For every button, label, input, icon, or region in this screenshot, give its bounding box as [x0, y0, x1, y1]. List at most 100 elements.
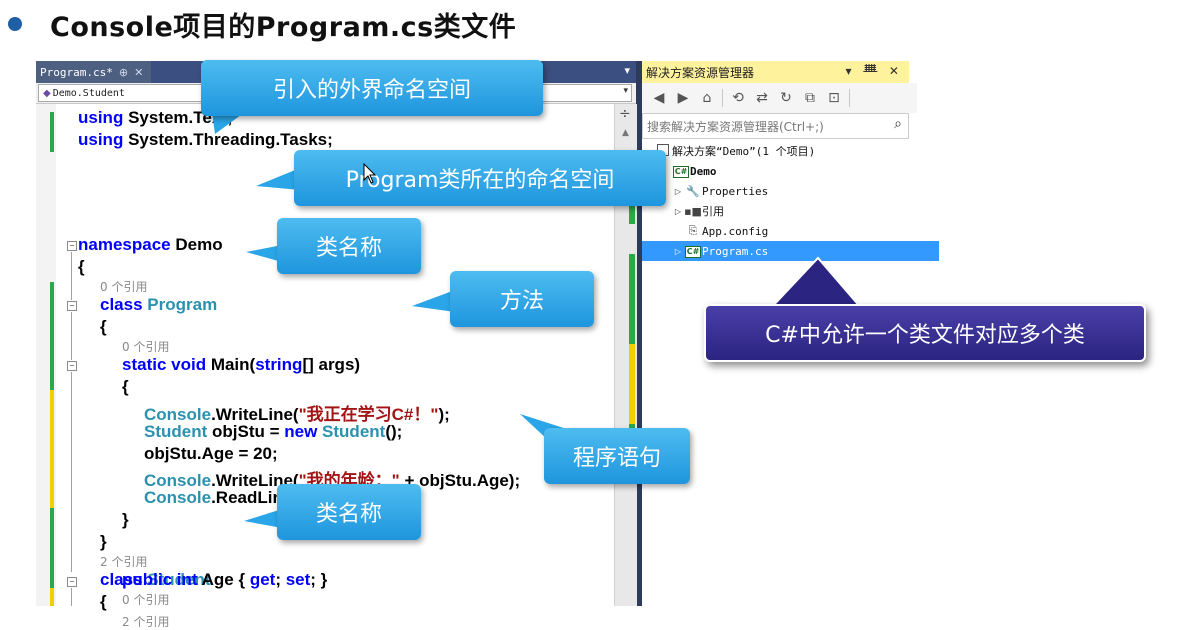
expand-arrow-icon[interactable]: ▷	[674, 206, 682, 216]
solution-explorer-title: 解决方案资源管理器	[646, 65, 755, 80]
code-text: .WriteLine(	[211, 405, 299, 424]
class-name-student: Student	[142, 570, 211, 589]
code-line-brace: }	[122, 510, 129, 530]
window-controls[interactable]: ▾ ᚙ ✕	[845, 64, 903, 78]
scroll-mark-saved	[629, 194, 635, 224]
csharp-project-icon: C#	[672, 166, 690, 178]
code-text: Age {	[197, 570, 250, 589]
change-bar-saved	[50, 282, 54, 390]
collapse-class-program-icon[interactable]: −	[67, 301, 77, 311]
type-student: Student	[317, 422, 386, 441]
bullet-icon	[8, 17, 22, 31]
mouse-cursor-icon	[363, 163, 377, 184]
callout-program-namespace: Program类所在的命名空间	[294, 150, 666, 206]
tree-item-properties[interactable]: ▷ 🔧 Properties	[642, 181, 939, 201]
code-line-main: static void Main(string[] args)	[122, 355, 360, 375]
keyword-new: new	[284, 422, 318, 441]
forward-icon[interactable]: ▶	[677, 90, 689, 106]
document-tab-program-cs[interactable]: Program.cs* ⊕ ✕	[36, 61, 152, 83]
reference-count[interactable]: 0 个引用	[100, 280, 148, 294]
keyword-using: using	[78, 108, 124, 127]
change-bar-unsaved	[50, 390, 54, 508]
scroll-up-icon[interactable]: ▲	[622, 128, 629, 138]
reference-count[interactable]: 0 个引用	[122, 593, 170, 607]
reference-count[interactable]: 0 个引用	[122, 340, 170, 354]
brace-close: }	[122, 510, 129, 529]
type-student: Student	[144, 422, 208, 441]
tab-dropdown-icon[interactable]: ▾	[624, 64, 630, 77]
code-line-new-student: Student objStu = new Student();	[144, 422, 402, 442]
type-console: Console	[144, 405, 212, 424]
code-text: ; }	[310, 570, 328, 589]
config-file-icon: ⎘	[688, 224, 698, 237]
tree-item-label: 引用	[702, 205, 724, 218]
type-console: Console	[144, 488, 212, 507]
keyword-using: using	[78, 130, 124, 149]
split-icon[interactable]: ÷	[619, 106, 631, 122]
callout-class-name-2: 类名称	[277, 484, 421, 540]
toolbar-separator	[722, 89, 723, 107]
search-icon[interactable]: ⌕	[894, 116, 902, 132]
collapse-namespace-icon[interactable]: −	[67, 241, 77, 251]
fold-guide	[71, 588, 72, 606]
callout-class-name-1: 类名称	[277, 218, 421, 274]
collapse-all-icon[interactable]: ⧉	[805, 90, 815, 106]
expand-arrow-icon[interactable]: ▷	[674, 186, 682, 196]
keyword-public-int: public int	[122, 570, 198, 589]
tree-item-program-cs[interactable]: ▷ C# Program.cs	[642, 241, 939, 261]
callout-method: 方法	[450, 271, 594, 327]
collapse-class-student-icon[interactable]: −	[67, 577, 77, 587]
fold-guide	[71, 252, 72, 300]
history-icon[interactable]: ⟲	[732, 90, 744, 106]
back-icon[interactable]: ◀	[653, 90, 665, 106]
refresh-icon[interactable]: ↻	[780, 90, 792, 106]
collapse-main-icon[interactable]: −	[67, 361, 77, 371]
code-line-brace: {	[78, 257, 85, 277]
code-text: System.Threading.Tasks;	[123, 130, 333, 149]
code-line-brace: {	[122, 377, 129, 397]
code-text: ;	[275, 570, 286, 589]
brace-open: {	[122, 377, 129, 396]
code-line-class-student: class Student	[100, 570, 211, 590]
class-name-program: Program	[142, 295, 218, 314]
brace-open: {	[100, 317, 107, 336]
keyword-static-void: static void	[122, 355, 207, 374]
brace-open: {	[78, 257, 85, 276]
expand-arrow-icon[interactable]: ▷	[674, 246, 682, 256]
tree-item-appconfig[interactable]: ⎘ App.config	[642, 221, 951, 241]
tree-item-label: App.config	[702, 224, 769, 238]
code-line-brace: {	[100, 317, 107, 337]
keyword-class: class	[100, 570, 143, 589]
code-line-brace: }	[100, 532, 107, 552]
solution-search-input[interactable]: 搜索解决方案资源管理器(Ctrl+;) ⌕	[642, 113, 909, 139]
sync-icon[interactable]: ⇄	[756, 90, 768, 106]
keyword-namespace: namespace	[78, 235, 171, 254]
code-line-age-assign: objStu.Age = 20;	[144, 444, 278, 464]
change-bar-unsaved	[50, 588, 54, 606]
tree-item-label: 解决方案“Demo”(1 个项目)	[672, 145, 816, 158]
code-line-using-tasks: using System.Threading.Tasks;	[78, 130, 333, 150]
class-navigation-value: Demo.Student	[52, 87, 125, 99]
csharp-file-icon: C#	[684, 246, 702, 258]
code-text: ();	[385, 422, 403, 441]
code-text: objStu =	[207, 422, 285, 441]
change-bar-saved	[50, 112, 54, 152]
close-icon[interactable]: ✕	[134, 65, 144, 79]
reference-count[interactable]: 2 个引用	[100, 555, 148, 569]
home-icon[interactable]: ⌂	[702, 90, 712, 106]
code-text: + objStu.Age);	[399, 471, 521, 490]
pin-icon[interactable]: ⊕	[118, 65, 129, 79]
chevron-down-icon[interactable]: ▾	[623, 86, 628, 96]
code-text: objStu.Age = 20;	[144, 444, 278, 463]
show-all-files-icon[interactable]: ⊡	[828, 90, 840, 106]
scroll-mark-saved	[629, 254, 635, 344]
code-line-age-property: public int Age { get; set; }	[122, 570, 327, 590]
tree-item-label: Demo	[690, 164, 717, 178]
tree-item-references[interactable]: ▷ ▪■ 引用	[642, 201, 939, 221]
brace-open: {	[100, 592, 107, 611]
tree-item-solution[interactable]: 解决方案“Demo”(1 个项目)	[642, 141, 921, 161]
reference-count[interactable]: 2 个引用	[122, 615, 170, 629]
callout-multi-class: C#中允许一个类文件对应多个类	[704, 304, 1146, 362]
code-text: Main(	[206, 355, 256, 374]
tree-item-project[interactable]: C# Demo	[642, 161, 939, 181]
